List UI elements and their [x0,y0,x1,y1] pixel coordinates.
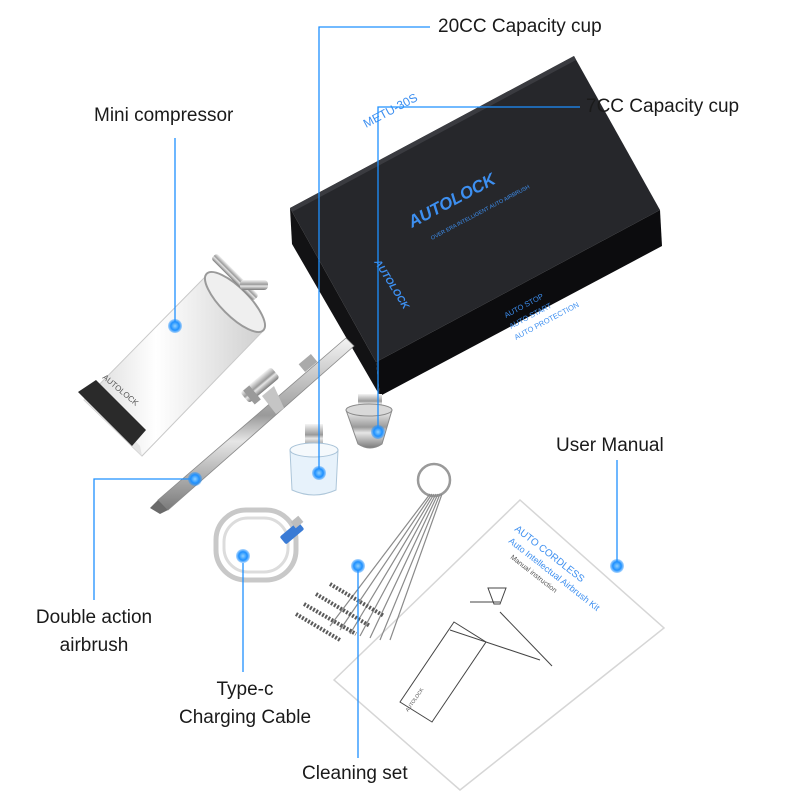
dot-airbrush [188,472,202,486]
callout-dots [168,319,624,573]
callout-line-7cc [377,106,580,432]
label-20cc-cup: 20CC Capacity cup [438,16,602,37]
dot-manual [610,559,624,573]
seven-cc-cup [345,394,393,449]
label-mini-compressor: Mini compressor [94,105,234,126]
dot-20cc [312,466,326,480]
label-airbrush-line-2: airbrush [59,635,129,656]
mini-compressor: AUTOLOCK [78,254,268,457]
product-box: METU-30S AUTOLOCK OVER ERA INTELLIGENT A… [290,56,662,396]
label-type-c-cable: Type-c Charging Cable [160,678,330,730]
callout-lines [93,26,618,758]
label-cleaning-set: Cleaning set [302,763,408,784]
label-cable-line-1: Type-c [216,679,274,700]
dot-cable [236,549,250,563]
dot-compressor [168,319,182,333]
dot-cleaning [351,559,365,573]
type-c-charging-cable [213,507,304,583]
label-double-action-airbrush: Double action airbrush [14,606,174,658]
double-action-airbrush [150,337,355,514]
label-airbrush-line-1: Double action [35,607,153,628]
callout-line-20cc [318,26,430,473]
label-7cc-cup: 7CC Capacity cup [586,96,740,117]
box-model-text: METU-30S [361,90,420,130]
label-cable-line-2: Charging Cable [178,707,312,728]
user-manual: AUTO CORDLESS Auto Intellectual Airbrush… [332,498,666,791]
callout-line-airbrush [93,478,195,600]
twenty-cc-cup [289,424,339,496]
manual-illustration [399,587,553,723]
label-user-manual: User Manual [556,435,664,456]
cleaning-set [294,462,452,642]
dot-7cc [371,425,385,439]
